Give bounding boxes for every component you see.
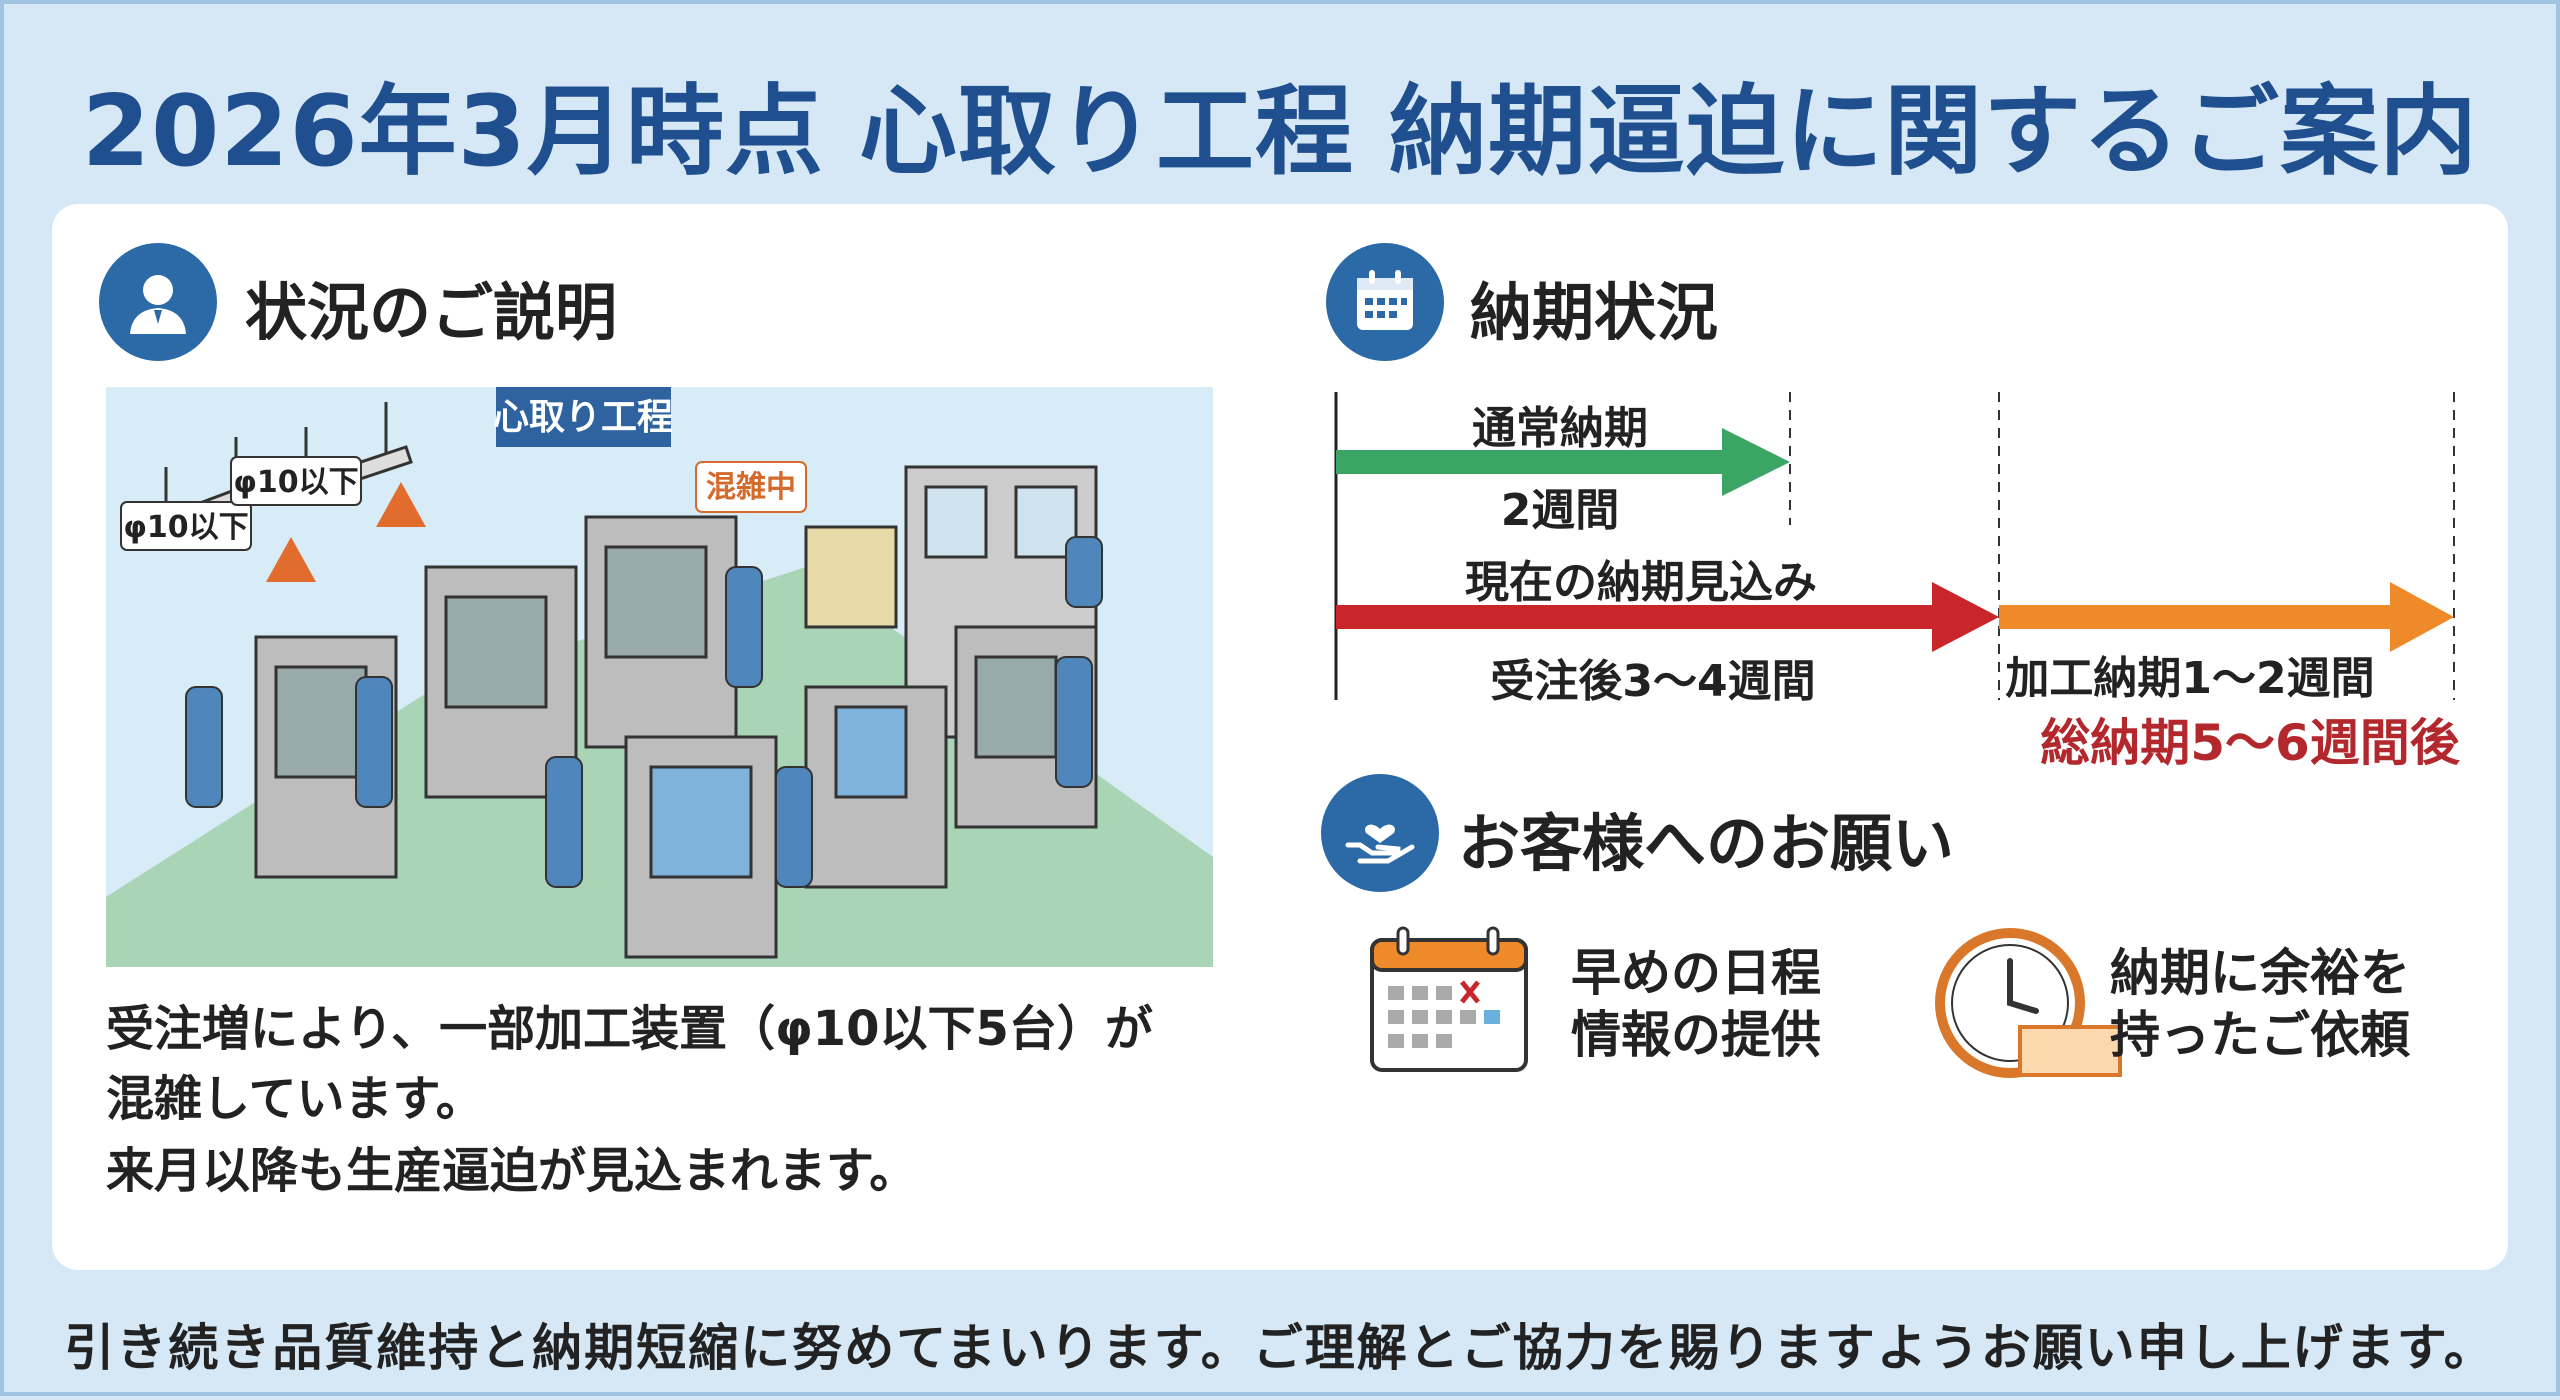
machine-tag: φ10以下 [233,465,358,500]
request-line: 持ったご依頼 [2110,1006,2410,1064]
requests-heading: お客様へのお願い [1458,807,1955,880]
current-label: 現在の納期見込み [1465,557,1817,608]
normal-label: 通常納期 [1472,403,1648,454]
total-delivery: 総納期5～6週間後 [2040,714,2460,772]
request-line: 早めの日程 [1571,944,1821,1002]
current-duration: 受注後3～4週間 [1490,656,1816,707]
page-title: 2026年3月時点 心取り工程 納期逼迫に関するご案内 [81,75,2479,189]
footer-message: 引き続き品質維持と納期短縮に努めてまいります。ご理解とご協力を賜りますようお願い… [64,1319,2496,1377]
normal-duration: 2週間 [1500,485,1620,536]
request-item-2: 納期に余裕を 持ったご依頼 [2110,942,2410,1066]
situation-line: 来月以降も生産逼迫が見込まれます。 [106,1143,918,1199]
process-label: 心取り工程 [493,397,673,438]
clock-icon [1932,927,2124,1083]
request-line: 納期に余裕を [2110,944,2410,1002]
delivery-heading: 納期状況 [1470,276,1719,349]
machine-tag: φ10以下 [123,510,248,545]
person-icon [99,243,217,361]
busy-tag: 混雑中 [706,470,796,505]
factory-illustration: 心取り工程 φ10以下 φ10以下 混雑中 [106,387,1213,967]
situation-line: 混雑しています。 [106,1071,484,1127]
request-item-1: 早めの日程 情報の提供 [1571,942,1821,1066]
calendar-heading-icon [1326,243,1444,361]
hand-heart-icon [1321,774,1439,892]
request-line: 情報の提供 [1571,1006,1821,1064]
situation-line: 受注増により、一部加工装置（φ10以下5台）が [106,1001,1153,1057]
situation-heading: 状況のご説明 [245,276,618,349]
processing-duration: 加工納期1～2週間 [2005,653,2375,704]
calendar-icon [1368,926,1530,1078]
process-label-bg [496,387,671,447]
